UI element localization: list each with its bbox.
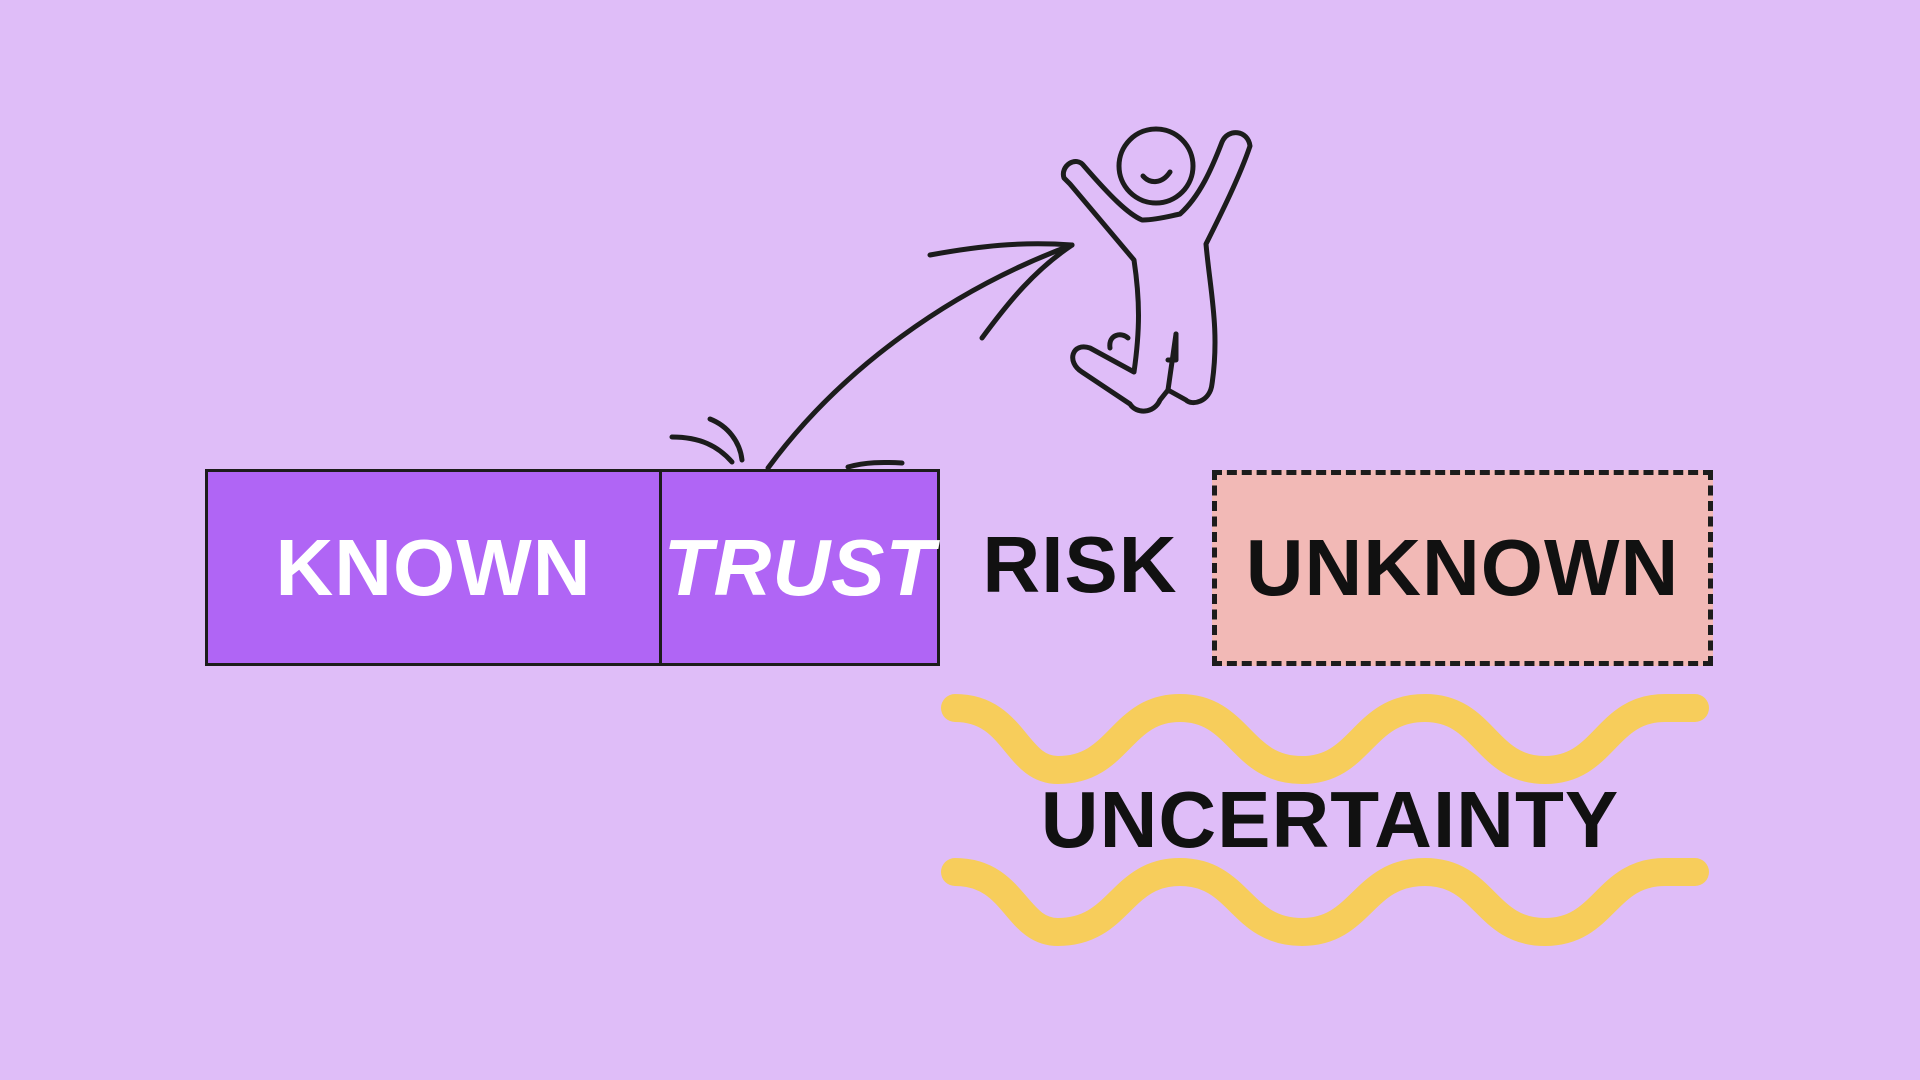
leap-arrow-icon	[768, 244, 1072, 468]
uncertainty-label: UNCERTAINTY	[1000, 770, 1660, 870]
unknown-label: UNKNOWN	[1246, 522, 1680, 614]
bottom-wavy-line-icon	[955, 872, 1695, 932]
jumping-person-icon	[1063, 129, 1250, 411]
top-wavy-line-icon	[955, 708, 1695, 770]
known-box: KNOWN	[205, 469, 662, 666]
unknown-box: UNKNOWN	[1212, 470, 1713, 666]
known-label: KNOWN	[275, 522, 591, 614]
trust-box: TRUST	[659, 469, 940, 666]
risk-label: RISK	[980, 515, 1180, 615]
motion-lines-icon	[672, 419, 902, 467]
trust-label: TRUST	[664, 522, 936, 614]
